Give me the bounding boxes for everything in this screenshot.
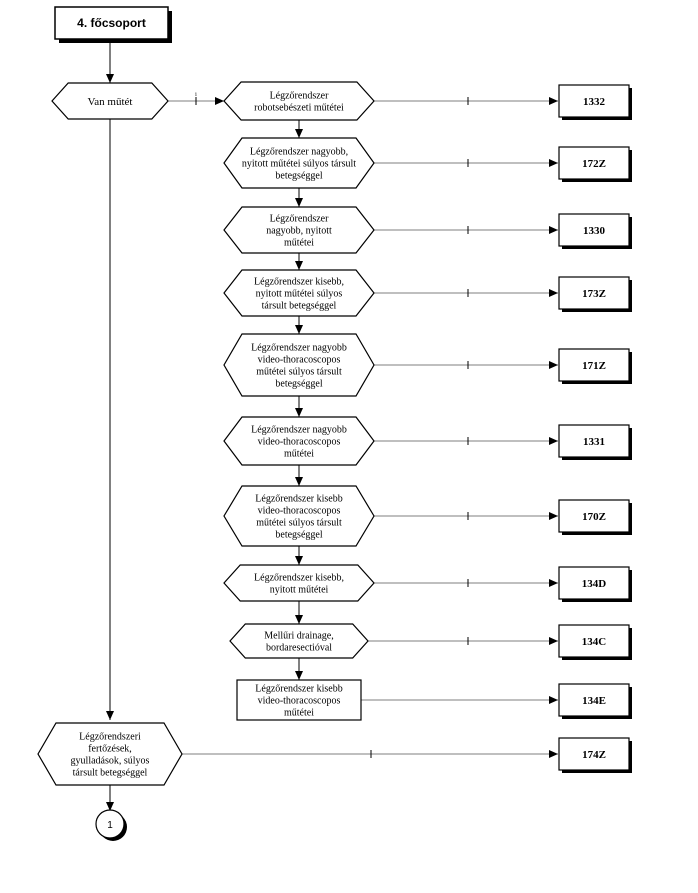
outcome-box [558, 424, 630, 458]
process-label: video-thoracoscopos [258, 696, 341, 707]
outcome-code: 174Z [582, 749, 606, 761]
decision-label: nyitott műtétei súlyos társult [242, 159, 356, 170]
outcome-code: 171Z [582, 360, 606, 372]
decision-label: Mellűri drainage, [264, 631, 333, 642]
branch-label: i [195, 92, 197, 98]
outcome-code: 134C [582, 636, 607, 648]
outcome-code: 134E [582, 695, 606, 707]
connector-label: 1 [107, 820, 113, 831]
outcome-code: 1331 [583, 436, 605, 448]
outcome-code: 1332 [583, 96, 606, 108]
header-box [54, 6, 169, 40]
decision-label: társult betegséggel [262, 301, 337, 312]
outcome-box [558, 683, 630, 717]
decision-label: Légzőrendszer kisebb, [254, 277, 344, 288]
outcome-code: 134D [582, 578, 607, 590]
decision-label: Légzőrendszer kisebb [255, 494, 342, 505]
outcome-box [558, 624, 630, 658]
process-label: Légzőrendszer kisebb [255, 684, 342, 695]
decision-label: Légzőrendszer [270, 91, 330, 102]
connector-circle [95, 809, 125, 839]
outcome-box [558, 276, 630, 310]
process-label: műtétei [284, 708, 314, 719]
decision-label: Légzőrendszer nagyobb [251, 425, 347, 436]
decision-label: robotsebészeti műtétei [254, 103, 344, 114]
outcome-box [558, 146, 630, 180]
decision-label: video-thoracoscopos [258, 437, 341, 448]
outcome-box [558, 348, 630, 382]
decision-label: műtétei [284, 238, 314, 249]
outcome-box [558, 566, 630, 600]
decision-label: Légzőrendszeri [79, 732, 141, 743]
decision-label: Van műtét [88, 96, 133, 108]
decision-label: betegséggel [275, 379, 322, 390]
decision-nagy-video [223, 416, 375, 466]
decision-label: nyitott műtétei súlyos [256, 289, 343, 300]
process-kis-video [236, 679, 362, 721]
outcome-box [558, 84, 630, 118]
decision-label: nagyobb, nyitott [266, 226, 332, 237]
decision-label: gyulladások, súlyos [71, 756, 150, 767]
decision-van-mutet [51, 82, 169, 120]
outcome-box [558, 213, 630, 247]
decision-label: video-thoracoscopos [258, 506, 341, 517]
decision-nagy-nyitott [223, 206, 375, 254]
decision-nagy-video-sulyos [223, 333, 375, 397]
decision-label: Légzőrendszer [270, 214, 330, 225]
decision-label: video-thoracoscopos [258, 355, 341, 366]
decision-nagy-nyitott-sulyos [223, 137, 375, 189]
decision-label: műtétei súlyos társult [256, 367, 342, 378]
decision-fertozes [37, 722, 183, 786]
header-label: 4. főcsoport [77, 16, 146, 30]
decision-label: nyitott műtétei [270, 585, 329, 596]
decision-mellur [229, 623, 369, 659]
decision-label: Légzőrendszer nagyobb [251, 343, 347, 354]
decision-label: fertőzések, [88, 744, 132, 755]
decision-label: Légzőrendszer kisebb, [254, 573, 344, 584]
outcome-code: 173Z [582, 288, 606, 300]
outcome-code: 172Z [582, 158, 606, 170]
decision-label: műtétei [284, 449, 314, 460]
decision-kis-nyitott-sulyos [223, 269, 375, 317]
decision-label: bordaresectióval [266, 643, 332, 654]
decision-robot [223, 81, 375, 121]
outcome-box [558, 737, 630, 771]
decision-kis-nyitott [223, 564, 375, 602]
decision-label: társult betegséggel [73, 768, 148, 779]
decision-label: műtétei súlyos társult [256, 518, 342, 529]
decision-label: Légzőrendszer nagyobb, [250, 147, 348, 158]
decision-label: betegséggel [275, 530, 322, 541]
outcome-code: 1330 [583, 225, 606, 237]
decision-label: betegséggel [275, 171, 322, 182]
outcome-box [558, 499, 630, 533]
decision-kis-video-sulyos [223, 485, 375, 547]
outcome-code: 170Z [582, 511, 606, 523]
